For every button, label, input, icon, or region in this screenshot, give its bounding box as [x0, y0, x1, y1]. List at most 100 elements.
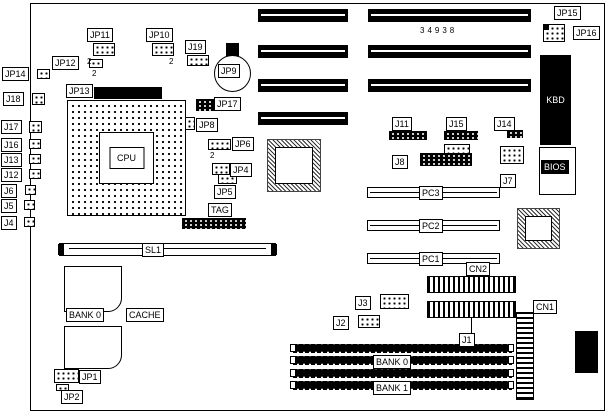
pc3-label: PC3	[419, 186, 443, 200]
j1-connector	[427, 301, 516, 318]
isa-slot-1-long	[368, 9, 531, 22]
pc1-label: PC1	[419, 252, 443, 266]
jp10-label: JP10	[146, 28, 173, 42]
cpu-label: CPU	[108, 147, 145, 169]
jp5-label: JP5	[214, 185, 236, 199]
j16-label: J16	[1, 138, 22, 152]
cn1-label: CN1	[533, 300, 558, 314]
jp9-label: JP9	[218, 64, 240, 78]
j4-header-pins	[24, 217, 35, 227]
jp17-label: JP17	[214, 97, 241, 111]
isa-slot-3-short	[258, 79, 348, 92]
sl1-end-cap-right	[271, 244, 277, 255]
simm-slot-4-clip-right	[508, 381, 514, 389]
jp12-label: JP12	[52, 56, 79, 70]
isa-slot-1-short	[258, 9, 348, 22]
j6-header-pins	[25, 185, 36, 195]
j1-label: J1	[459, 333, 475, 347]
j5-header-pins	[24, 200, 35, 210]
jp17-jumper-pins	[196, 99, 214, 111]
j8-label: J8	[392, 155, 408, 169]
simm-slot-3-clip-right	[508, 369, 514, 377]
jp10-jumper-pins	[152, 43, 174, 56]
jp11-jumper-pins	[93, 43, 115, 56]
jp6-pin2-marker: 2	[210, 151, 215, 160]
simm-slot-2-clip-right	[508, 356, 514, 364]
simm-slot-1-clip-right	[508, 344, 514, 352]
bios-chip	[539, 147, 576, 195]
jp8-label: JP8	[196, 118, 218, 132]
jp14-label: JP14	[2, 67, 29, 81]
j2-label: J2	[333, 316, 349, 330]
j11-label: J11	[392, 117, 412, 131]
j13-header-pins	[29, 154, 41, 164]
jp15-pin1-key	[544, 25, 549, 30]
pc2-label: PC2	[419, 219, 443, 233]
tag-label: TAG	[208, 203, 232, 217]
simm-slot-4-clip-left	[290, 381, 296, 389]
j14-header-pins	[507, 130, 523, 138]
j18-header-pins	[32, 93, 45, 105]
j17-header-pins	[29, 121, 42, 133]
j3-header-pins	[380, 294, 409, 309]
battery-holder-tab	[226, 43, 239, 57]
tag-header-pins	[182, 218, 246, 229]
j3-label: J3	[355, 296, 371, 310]
simm-slot-3-clip-left	[290, 369, 296, 377]
sl1-label: SL1	[142, 243, 165, 257]
cpu-socket: CPU	[67, 100, 186, 216]
keyboard-connector: KBD	[540, 55, 571, 145]
jp11-label: JP11	[87, 28, 113, 42]
j17-label: J17	[1, 120, 22, 134]
jp12-pin2-marker: 2	[92, 69, 97, 78]
jp16-label: JP16	[573, 26, 600, 40]
j4-label: J4	[1, 216, 17, 230]
sl1-end-cap-left	[58, 244, 64, 255]
j5-label: J5	[1, 199, 17, 213]
cache-label: CACHE	[126, 308, 164, 322]
jp4-label: JP4	[230, 163, 252, 177]
cache-chip-1	[64, 266, 122, 312]
bank0-cache-label: BANK 0	[66, 308, 105, 322]
chipset-qfp-2-die	[525, 216, 552, 241]
jp4-jumper-pins	[212, 163, 230, 175]
isa-slot-4-short	[258, 112, 348, 125]
isa-slot-2-short	[258, 45, 348, 58]
j11-header-pins	[389, 131, 427, 140]
j13-label: J13	[1, 153, 22, 167]
j14-label: J14	[494, 117, 515, 131]
j15-label: J15	[446, 117, 467, 131]
cpu-socket-lever	[94, 87, 162, 99]
j6-label: J6	[1, 184, 17, 198]
j7-label: J7	[500, 174, 516, 188]
j16-header-pins	[29, 139, 41, 149]
jp14-jumper-pins	[37, 69, 50, 79]
cn2-label: CN2	[466, 262, 491, 276]
cn2-connector	[427, 276, 516, 293]
simm-slot-1-clip-left	[290, 344, 296, 352]
j2-header-pins	[358, 315, 380, 328]
j7-header-pins	[500, 146, 524, 164]
board-part-number: 34938	[420, 26, 458, 35]
jp1-jumper-pins	[54, 369, 79, 383]
j18-label: J18	[3, 92, 24, 106]
jp2-label: JP2	[61, 390, 83, 404]
bank1-simm-label: BANK 1	[373, 381, 412, 395]
j12-header-pins	[29, 169, 41, 179]
simm-slot-2-clip-left	[290, 356, 296, 364]
jp5-jumper-pins	[218, 174, 237, 184]
jp15-label: JP15	[554, 6, 581, 20]
chipset-qfp-1	[267, 139, 321, 192]
j19-label: J19	[185, 40, 206, 54]
jp13-label: JP13	[66, 84, 93, 98]
j19-header-pins	[187, 55, 209, 66]
bios-label: BIOS	[541, 160, 569, 174]
j1-leader-line	[471, 318, 472, 334]
isa-slot-3-long	[368, 79, 531, 92]
jp10-pin2-marker: 2	[169, 57, 174, 66]
jp11-pin2-marker: 2	[87, 57, 92, 66]
isa-slot-2-long	[368, 45, 531, 58]
jp6-jumper-pins	[208, 139, 231, 150]
sl1-slot	[58, 243, 277, 256]
